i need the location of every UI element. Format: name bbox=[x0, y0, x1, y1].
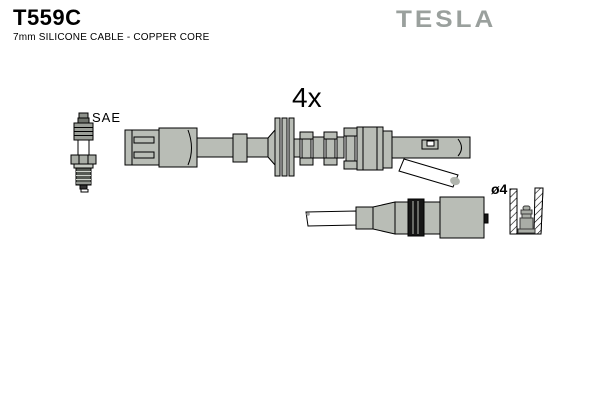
rubber-band bbox=[407, 198, 425, 237]
diameter-label: ø4 bbox=[491, 181, 508, 197]
tesla-logo: TESLA bbox=[396, 5, 497, 33]
cable-cut-end bbox=[305, 210, 357, 227]
cable-stub bbox=[398, 158, 460, 188]
ribbed-section bbox=[293, 127, 358, 170]
part-number: T559C bbox=[13, 5, 82, 30]
inner-terminal bbox=[517, 205, 536, 234]
coil-connector-block bbox=[356, 126, 471, 171]
ignition-cable-assembly-drawing bbox=[124, 117, 471, 188]
coil-end-connector-drawing bbox=[305, 196, 489, 239]
product-description: 7mm SILICONE CABLE - COPPER CORE bbox=[13, 32, 210, 43]
boot-fins bbox=[267, 117, 295, 177]
plug-boot-connector bbox=[124, 127, 198, 168]
spark-plug-icon bbox=[70, 112, 97, 193]
quantity-label: 4x bbox=[292, 82, 322, 113]
terminal-cross-section-drawing bbox=[509, 187, 544, 235]
sae-terminal-label: SAE bbox=[92, 110, 122, 125]
